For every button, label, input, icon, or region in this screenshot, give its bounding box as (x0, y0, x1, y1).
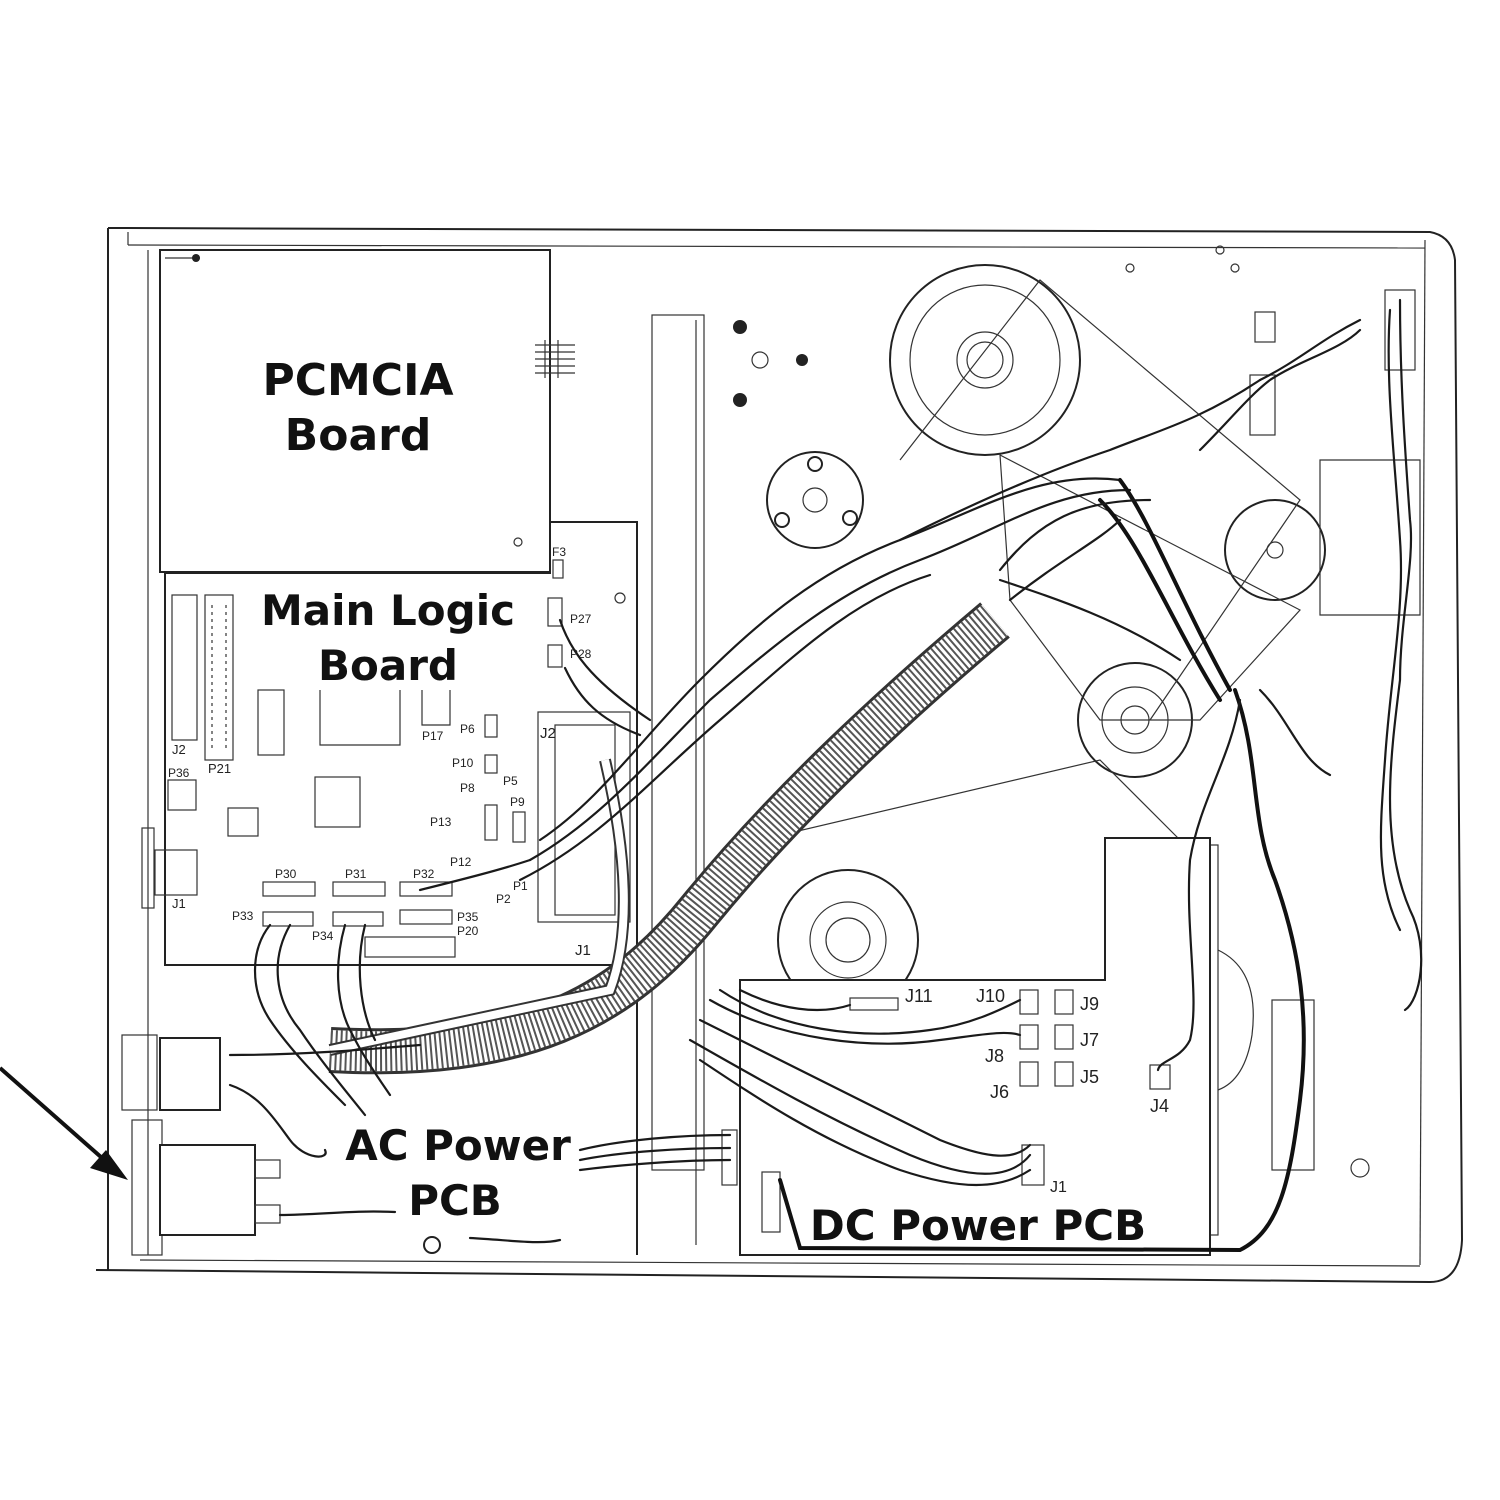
label-p5: P5 (503, 774, 518, 788)
p9-connector (512, 811, 526, 843)
j2-connector (171, 594, 198, 741)
label-p9: P9 (510, 795, 525, 809)
j8-connector (1019, 1024, 1039, 1050)
main-logic-board-label-line1: Main Logic (261, 586, 515, 635)
j10-connector (1019, 989, 1039, 1015)
f3-fuse (552, 559, 564, 579)
label-p32: P32 (413, 867, 435, 881)
center-partition (636, 314, 705, 1255)
label-p10: P10 (452, 756, 474, 770)
p10-connector (484, 754, 498, 774)
p32-connector (399, 881, 453, 897)
pcmcia-board-label-line1: PCMCIA (262, 355, 453, 406)
idler-roller (1224, 499, 1326, 601)
p33-connector (262, 911, 314, 927)
ac-power-pcb-label-line1: AC Power (345, 1121, 571, 1170)
label-p1: P1 (513, 879, 528, 893)
p28-connector (547, 644, 563, 668)
main-logic-board-label-line2: Board (318, 641, 458, 690)
label-dc-j6: J6 (990, 1082, 1009, 1102)
label-p27: P27 (570, 612, 592, 626)
label-p8: P8 (460, 781, 475, 795)
label-j2-right: J2 (540, 725, 556, 742)
ribbon-cable (328, 602, 1010, 1075)
label-f3: F3 (552, 545, 566, 559)
label-p12: P12 (450, 855, 472, 869)
p35-connector (399, 909, 453, 925)
p20-connector (364, 936, 456, 958)
ac-power-pcb-label-line2: PCB (408, 1176, 502, 1225)
label-j1: J1 (172, 896, 186, 911)
label-j2: J2 (172, 742, 186, 757)
label-p21: P21 (208, 761, 231, 776)
gear-hub (766, 451, 864, 549)
label-dc-j9: J9 (1080, 994, 1099, 1014)
label-dc-j11: J11 (905, 986, 933, 1006)
label-dc-j8: J8 (985, 1046, 1004, 1066)
label-p35: P35 (457, 910, 479, 924)
label-p31: P31 (345, 867, 367, 881)
label-dc-j1: J1 (1050, 1179, 1067, 1196)
ac-power-pcb: AC Power PCB (121, 1034, 571, 1256)
pointer-arrow (0, 1066, 128, 1180)
p30-connector (262, 881, 316, 897)
ribbon-supply-spindle (889, 264, 1081, 456)
j7-connector (1054, 1024, 1074, 1050)
pcmcia-header (535, 340, 575, 378)
label-dc-j4: J4 (1150, 1096, 1169, 1116)
label-p30: P30 (275, 867, 297, 881)
pcmcia-board-label-line2: Board (285, 410, 432, 461)
wire-harnesses (228, 298, 1423, 1253)
label-p34: P34 (312, 929, 334, 943)
label-p20: P20 (457, 924, 479, 938)
power-switch (159, 1037, 221, 1111)
label-p2: P2 (496, 892, 511, 906)
pcmcia-board: PCMCIA Board (159, 249, 575, 573)
j9-connector (1054, 989, 1074, 1015)
label-dc-j10: J10 (976, 986, 1005, 1006)
enclosure (95, 227, 1464, 1284)
label-p36: P36 (168, 766, 190, 780)
dc-power-pcb: J11 J10 J9 J7 J8 J6 J5 J4 J1 DC Power PC… (721, 837, 1211, 1256)
label-p17: P17 (422, 729, 444, 743)
label-p6: P6 (460, 722, 475, 736)
p34-connector (332, 911, 384, 927)
p27-connector (547, 597, 563, 627)
label-dc-j7: J7 (1080, 1030, 1099, 1050)
j6-connector (1019, 1061, 1039, 1087)
main-logic-board: Main Logic Board J2 P21 P36 J1 P30 P31 P… (141, 521, 638, 966)
p6-connector (484, 714, 498, 738)
label-p13: P13 (430, 815, 452, 829)
label-dc-j5: J5 (1080, 1067, 1099, 1087)
j5-connector (1054, 1061, 1074, 1087)
label-p33: P33 (232, 909, 254, 923)
dc-power-pcb-label: DC Power PCB (810, 1201, 1146, 1250)
j1-dc-connector (1021, 1144, 1045, 1186)
p31-connector (332, 881, 386, 897)
ac-inlet (159, 1144, 256, 1236)
label-j1-lower: J1 (575, 942, 591, 959)
print-mechanism (733, 245, 1421, 1236)
p21-connector (204, 594, 234, 761)
p13-connector (484, 804, 498, 841)
